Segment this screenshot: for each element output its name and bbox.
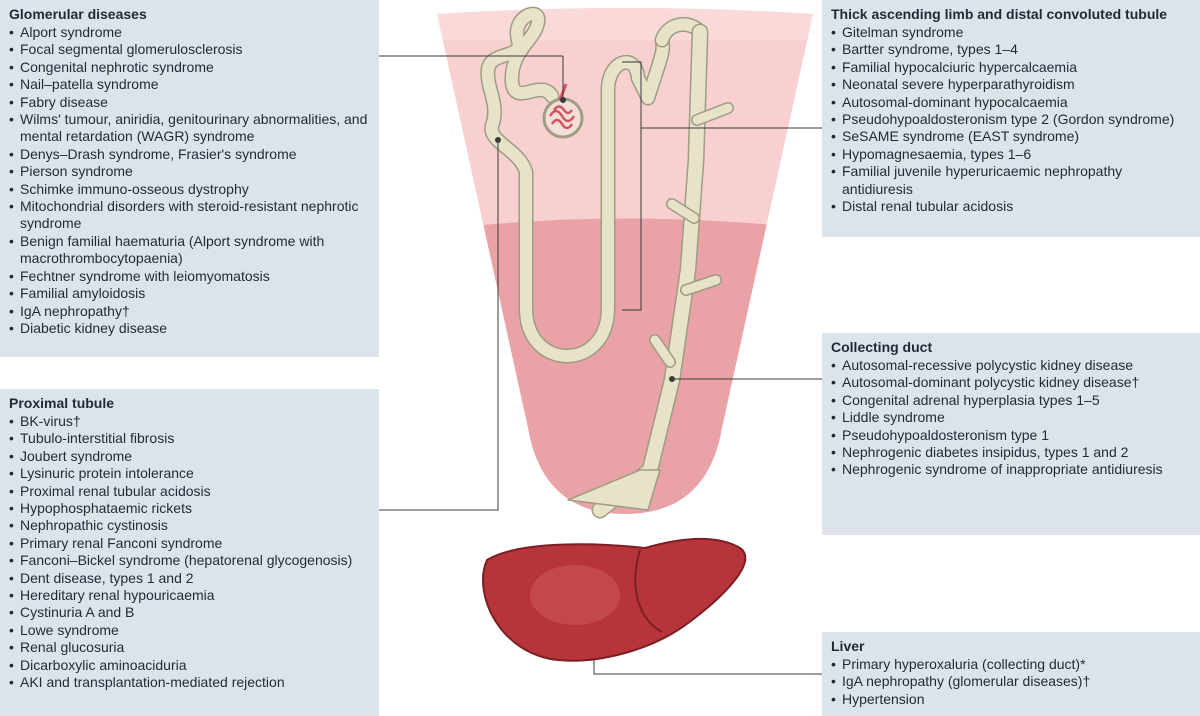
list-item: Alport syndrome — [9, 24, 371, 42]
list-item: Hypomagnesaemia, types 1–6 — [831, 146, 1192, 164]
glomerular-diseases-panel: Glomerular diseases Alport syndrome Foca… — [0, 0, 379, 357]
leader-lines — [379, 55, 822, 675]
list-item: Nephrogenic syndrome of inappropriate an… — [831, 461, 1192, 479]
proximal-tubule-title: Proximal tubule — [9, 395, 115, 411]
thick-ascending-limb-title: Thick ascending limb and distal convolut… — [831, 6, 1168, 22]
list-item: Autosomal-recessive polycystic kidney di… — [831, 357, 1192, 375]
list-item: Gitelman syndrome — [831, 24, 1192, 42]
list-item: Familial amyloidosis — [9, 285, 371, 303]
list-item: Tubulo-interstitial fibrosis — [9, 430, 371, 448]
list-item: Denys–Drash syndrome, Frasier's syndrome — [9, 146, 371, 164]
liver-panel: Liver Primary hyperoxaluria (collecting … — [822, 632, 1200, 716]
liver-title: Liver — [831, 638, 865, 654]
list-item: IgA nephropathy† — [9, 303, 371, 321]
list-item: Joubert syndrome — [9, 448, 371, 466]
list-item: Familial juvenile hyperuricaemic nephrop… — [831, 163, 1192, 198]
list-item: Autosomal-dominant polycystic kidney dis… — [831, 374, 1192, 392]
list-item: Nail–patella syndrome — [9, 76, 371, 94]
list-item: Primary hyperoxaluria (collecting duct)* — [831, 656, 1192, 674]
list-item: Lysinuric protein intolerance — [9, 465, 371, 483]
list-item: Fanconi–Bickel syndrome (hepatorenal gly… — [9, 552, 371, 570]
liver-illustration — [482, 537, 747, 662]
liver-list: Primary hyperoxaluria (collecting duct)*… — [831, 656, 1192, 709]
list-item: Fabry disease — [9, 94, 371, 112]
list-item: Bartter syndrome, types 1–4 — [831, 41, 1192, 59]
list-item: Benign familial haematuria (Alport syndr… — [9, 233, 371, 268]
list-item: Familial hypocalciuric hypercalcaemia — [831, 59, 1192, 77]
list-item: Neonatal severe hyperparathyroidism — [831, 76, 1192, 94]
thick-ascending-limb-list: Gitelman syndrome Bartter syndrome, type… — [831, 24, 1192, 216]
list-item: SeSAME syndrome (EAST syndrome) — [831, 128, 1192, 146]
list-item: Pierson syndrome — [9, 163, 371, 181]
list-item: Schimke immuno-osseous dystrophy — [9, 181, 371, 199]
list-item: Pseudohypoaldosteronism type 2 (Gordon s… — [831, 111, 1192, 129]
list-item: Hereditary renal hypouricaemia — [9, 587, 371, 605]
list-item: Dicarboxylic aminoaciduria — [9, 657, 371, 675]
list-item: Hypertension — [831, 691, 1192, 709]
glomerular-diseases-list: Alport syndrome Focal segmental glomerul… — [9, 24, 371, 338]
collecting-duct-title: Collecting duct — [831, 339, 933, 355]
list-item: Diabetic kidney disease — [9, 320, 371, 338]
list-item: AKI and transplantation-mediated rejecti… — [9, 674, 371, 692]
collecting-duct-panel: Collecting duct Autosomal-recessive poly… — [822, 333, 1200, 535]
list-item: Renal glucosuria — [9, 639, 371, 657]
list-item: Distal renal tubular acidosis — [831, 198, 1192, 216]
list-item: Fechtner syndrome with leiomyomatosis — [9, 268, 371, 286]
proximal-tubule-list: BK-virus† Tubulo-interstitial fibrosis J… — [9, 413, 371, 692]
nephron-tubules — [480, 6, 734, 519]
list-item: Autosomal-dominant hypocalcaemia — [831, 94, 1192, 112]
thick-ascending-limb-panel: Thick ascending limb and distal convolut… — [822, 0, 1200, 237]
list-item: Hypophosphataemic rickets — [9, 500, 371, 518]
proximal-tubule-panel: Proximal tubule BK-virus† Tubulo-interst… — [0, 389, 379, 716]
list-item: Proximal renal tubular acidosis — [9, 483, 371, 501]
list-item: BK-virus† — [9, 413, 371, 431]
list-item: Liddle syndrome — [831, 409, 1192, 427]
list-item: Congenital nephrotic syndrome — [9, 59, 371, 77]
list-item: Primary renal Fanconi syndrome — [9, 535, 371, 553]
list-item: IgA nephropathy (glomerular diseases)† — [831, 673, 1192, 691]
list-item: Wilms' tumour, aniridia, genitourinary a… — [9, 111, 371, 146]
list-item: Mitochondrial disorders with steroid-res… — [9, 198, 371, 233]
list-item: Lowe syndrome — [9, 622, 371, 640]
glomerular-diseases-title: Glomerular diseases — [9, 6, 147, 22]
list-item: Nephrogenic diabetes insipidus, types 1 … — [831, 444, 1192, 462]
list-item: Nephropathic cystinosis — [9, 517, 371, 535]
list-item: Dent disease, types 1 and 2 — [9, 570, 371, 588]
list-item: Congenital adrenal hyperplasia types 1–5 — [831, 392, 1192, 410]
list-item: Pseudohypoaldosteronism type 1 — [831, 427, 1192, 445]
list-item: Focal segmental glomerulosclerosis — [9, 41, 371, 59]
list-item: Cystinuria A and B — [9, 604, 371, 622]
collecting-duct-list: Autosomal-recessive polycystic kidney di… — [831, 357, 1192, 479]
